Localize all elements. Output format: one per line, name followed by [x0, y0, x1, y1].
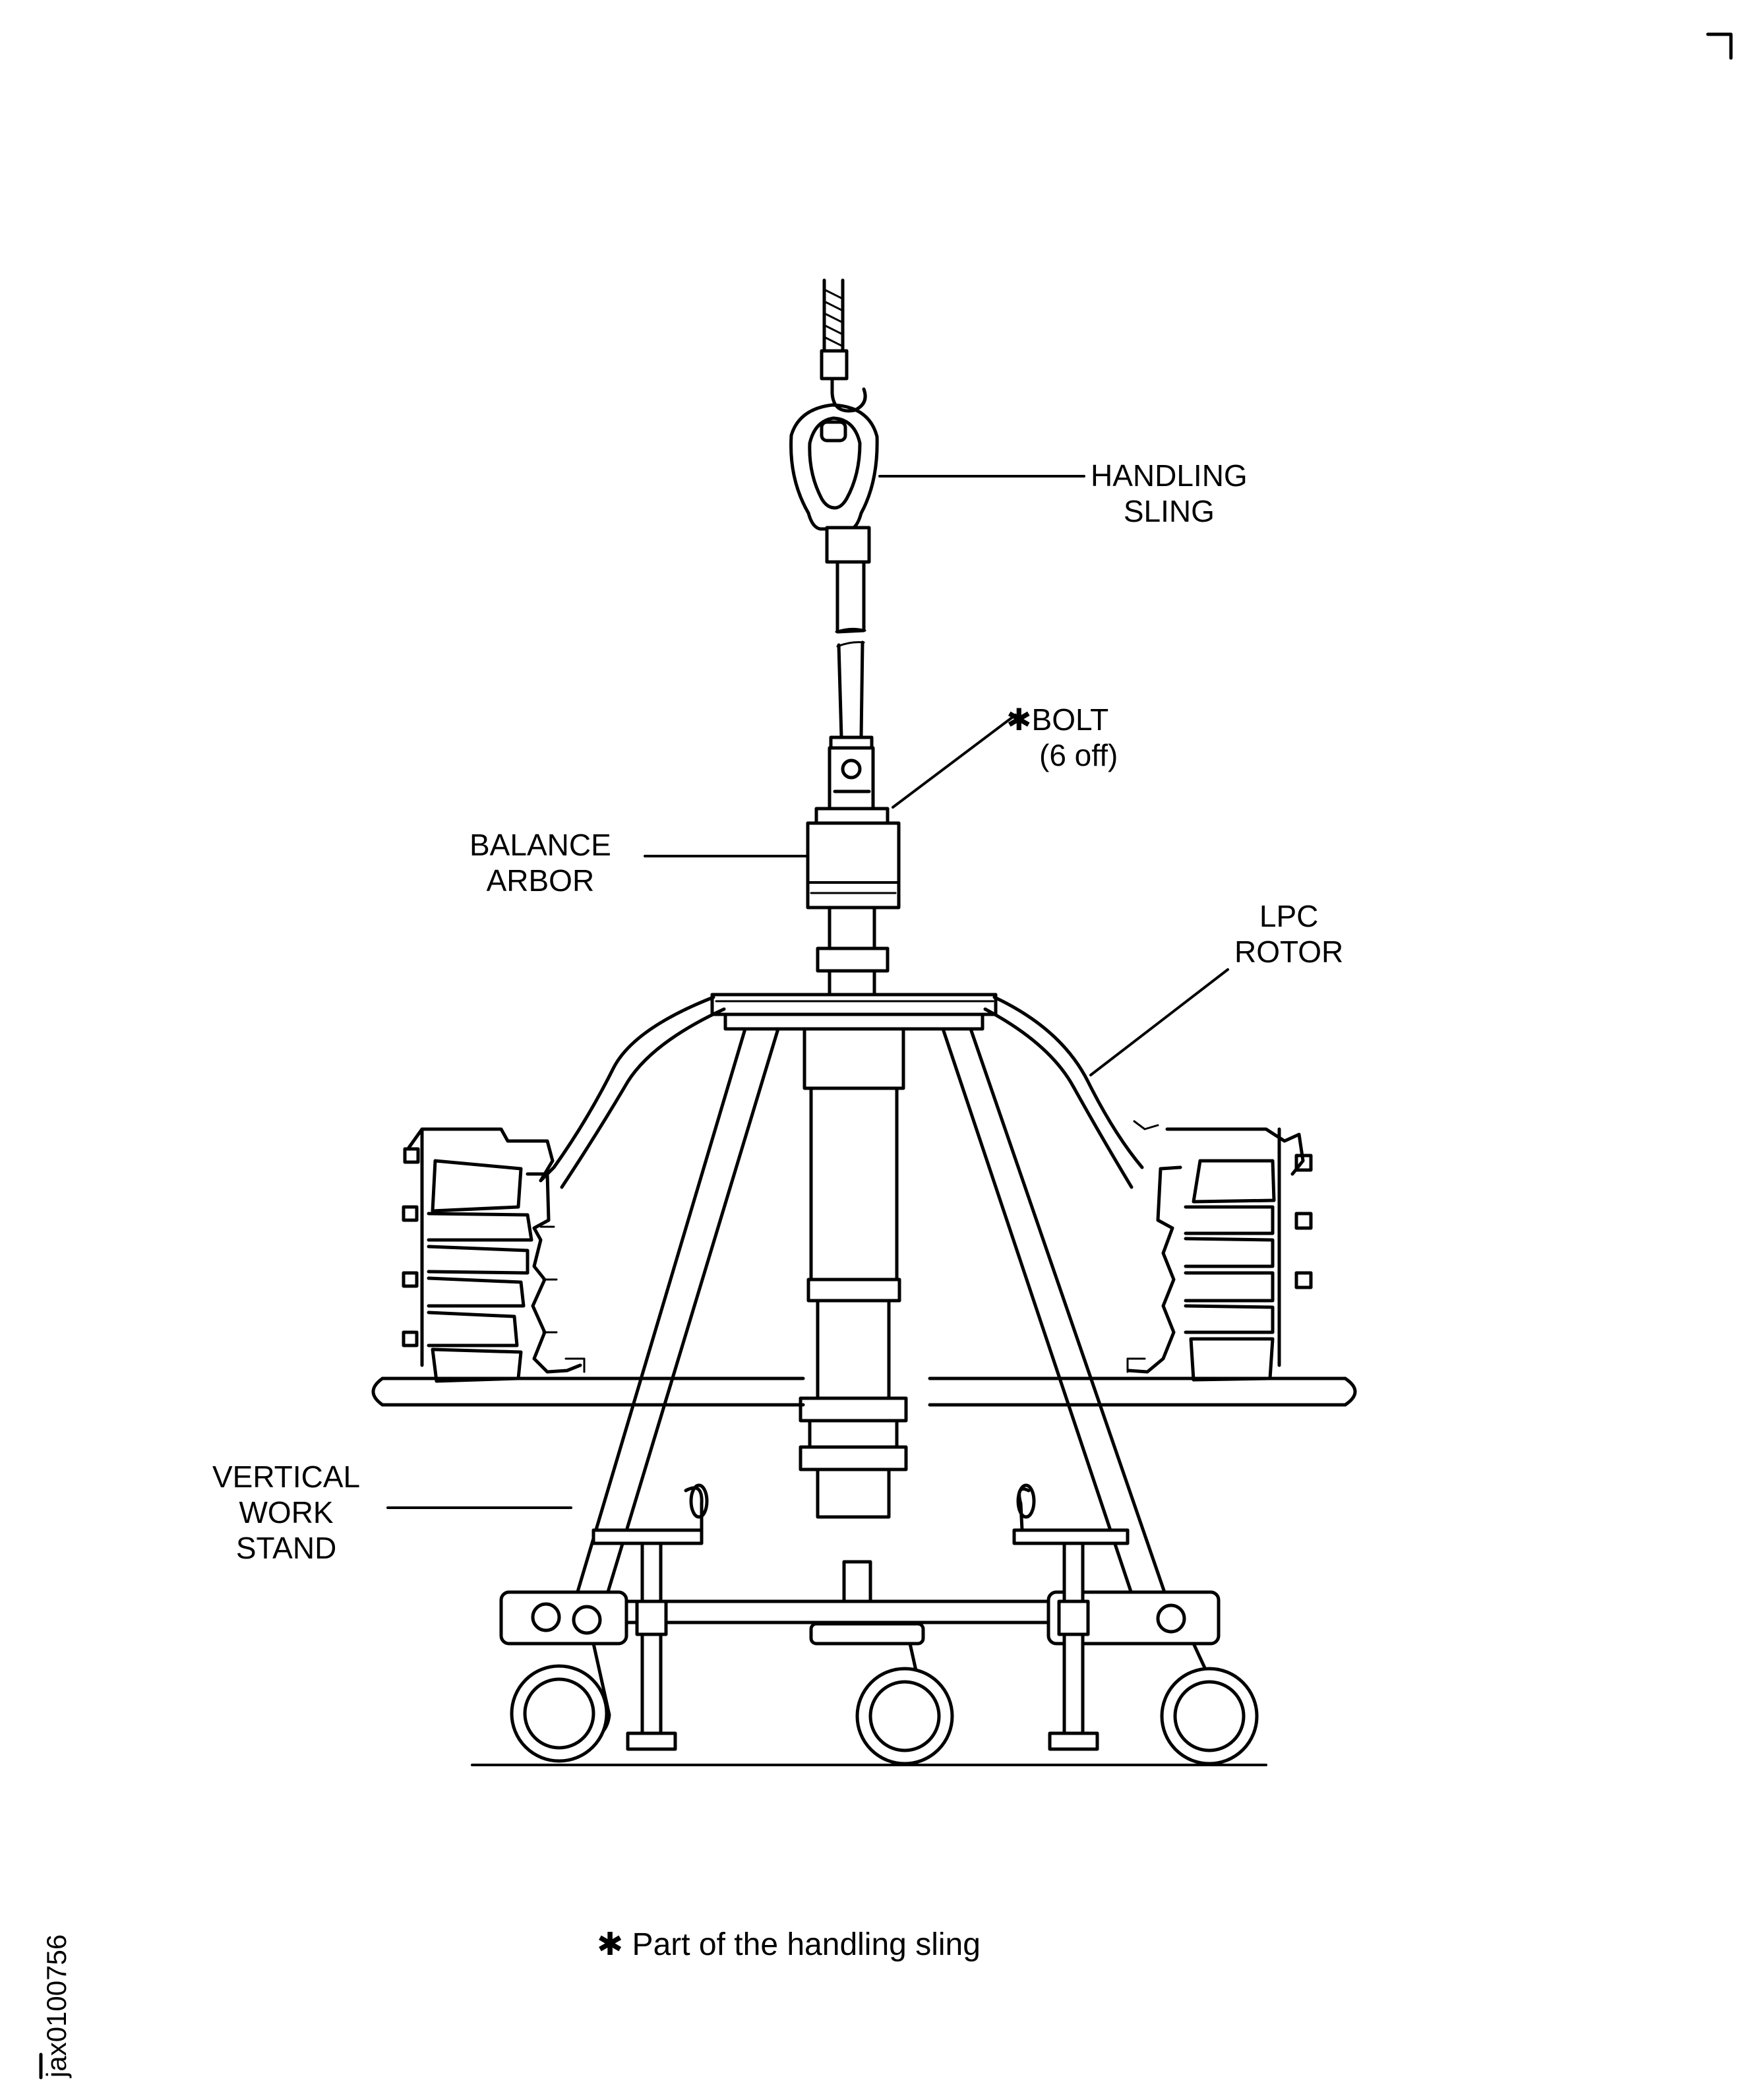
- figure-code: jax0100756: [41, 1934, 72, 2078]
- handling-sling-eye: [789, 403, 879, 564]
- handling-bar: [371, 1376, 1357, 1407]
- lpc-rotor-left-stages: [402, 1127, 586, 1383]
- bolt-clevis: [828, 735, 875, 811]
- jack-screw-right: [1012, 1483, 1130, 1751]
- crane-cable: [820, 278, 849, 381]
- castor-wheel-left: [510, 1642, 611, 1763]
- sling-rod: [835, 560, 866, 739]
- leader-lines: [386, 475, 1229, 1509]
- label-bolt: ✱BOLT(6 off): [1006, 702, 1118, 772]
- lpc-rotor-right-stages: [1126, 1120, 1313, 1382]
- balance-arbor: [806, 807, 901, 997]
- lpc-rotor: [402, 993, 1313, 1383]
- leader-bolt: [892, 714, 1017, 809]
- jack-screw-left: [591, 1483, 709, 1751]
- stand-head-plate: [723, 1012, 984, 1031]
- footnote: ✱ Part of the handling sling: [597, 1927, 981, 1962]
- leader-lpc-rotor: [1089, 968, 1229, 1076]
- central-shaft: [799, 1027, 908, 1519]
- corner-mark-top-right: [1706, 32, 1733, 60]
- castor-wheel-center: [822, 1642, 954, 1766]
- stand-legs: [574, 1027, 1168, 1611]
- stand-base: [499, 1560, 1221, 1646]
- castor-wheel-right: [1112, 1642, 1259, 1766]
